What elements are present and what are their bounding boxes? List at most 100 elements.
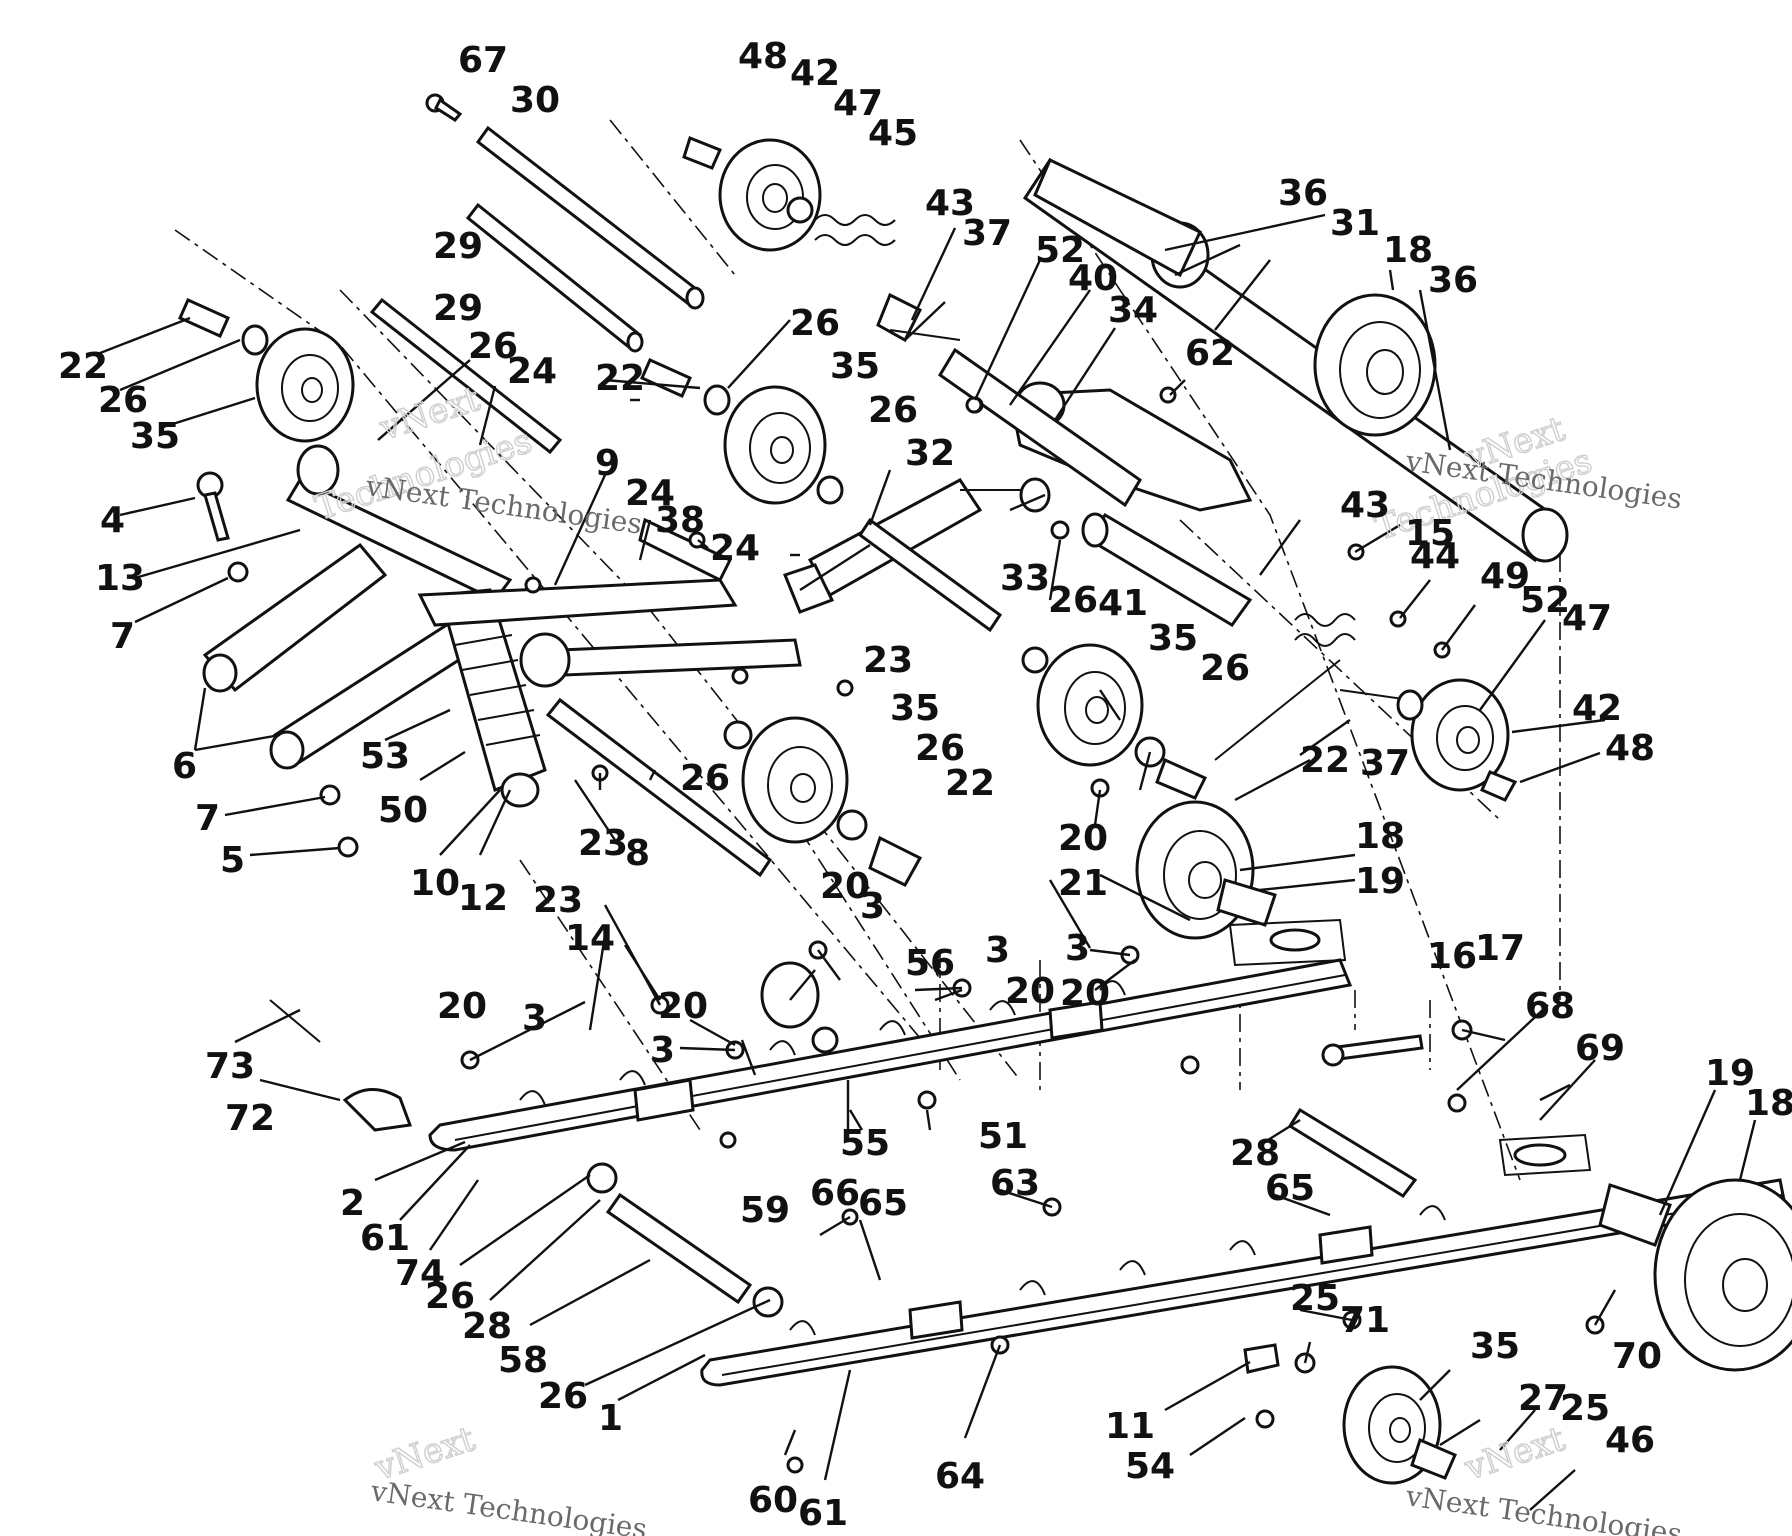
bolt-67 <box>425 93 463 122</box>
label-20: 20 <box>658 986 708 1027</box>
svg-text:vNext Technologies: vNext Technologies <box>1403 1479 1684 1536</box>
shaft-30 <box>475 125 705 310</box>
label-53: 53 <box>360 736 410 777</box>
label-23: 23 <box>578 823 628 864</box>
label-19: 19 <box>1705 1053 1755 1094</box>
label-55: 55 <box>840 1123 890 1164</box>
label-35: 35 <box>830 346 880 387</box>
label-52: 52 <box>1520 580 1570 621</box>
label-29: 29 <box>433 226 483 267</box>
wheel-42-right <box>1396 678 1518 802</box>
label-28: 28 <box>462 1306 512 1347</box>
label-41: 41 <box>1098 583 1148 624</box>
spacer-43-upper <box>876 292 961 343</box>
label-64: 64 <box>935 1456 985 1497</box>
wheel-35-center-right <box>1021 643 1208 800</box>
label-23: 23 <box>533 880 583 921</box>
label-17: 17 <box>1475 928 1525 969</box>
label-63: 63 <box>990 1163 1040 1204</box>
label-22: 22 <box>58 346 108 387</box>
label-24: 24 <box>507 351 557 392</box>
label-36: 36 <box>1428 260 1478 301</box>
label-72: 72 <box>225 1098 275 1139</box>
label-18: 18 <box>1745 1083 1792 1124</box>
label-13: 13 <box>95 558 145 599</box>
label-24: 24 <box>710 528 760 569</box>
label-10: 10 <box>410 863 460 904</box>
label-30: 30 <box>510 80 560 121</box>
label-43: 43 <box>1340 485 1390 526</box>
label-45: 45 <box>868 113 918 154</box>
shaft-29-lower <box>369 297 563 455</box>
label-12: 12 <box>458 878 508 919</box>
label-48: 48 <box>1605 728 1655 769</box>
label-28: 28 <box>1230 1133 1280 1174</box>
wheel-42-upper <box>682 136 822 252</box>
label-74: 74 <box>395 1253 445 1294</box>
a-frame-38 <box>417 517 802 878</box>
part-labels: 67 30 48 42 47 45 43 37 36 31 18 36 29 2… <box>58 36 1792 1534</box>
label-20: 20 <box>1058 818 1108 859</box>
label-4: 4 <box>100 500 125 541</box>
label-8: 8 <box>625 833 650 874</box>
sleeve-36-upper <box>1033 157 1202 278</box>
pivot-13 <box>285 444 513 602</box>
label-32: 32 <box>905 433 955 474</box>
label-33: 33 <box>1000 558 1050 599</box>
label-35: 35 <box>130 416 180 457</box>
rail-2 <box>428 918 1353 1152</box>
label-34: 34 <box>1108 290 1158 331</box>
label-19: 19 <box>1355 861 1405 902</box>
spring-45-upper <box>786 196 896 246</box>
label-44: 44 <box>1410 536 1460 577</box>
label-35: 35 <box>890 688 940 729</box>
label-42: 42 <box>1572 688 1622 729</box>
label-3: 3 <box>860 886 885 927</box>
label-70: 70 <box>1612 1336 1662 1377</box>
rail-1 <box>700 1133 1787 1387</box>
label-23: 23 <box>863 640 913 681</box>
bolt-16 <box>1321 1019 1473 1067</box>
label-31: 31 <box>1330 203 1380 244</box>
label-21: 21 <box>1058 863 1108 904</box>
label-22: 22 <box>595 358 645 399</box>
wheel-35-bottom <box>1243 1343 1457 1485</box>
label-61: 61 <box>798 1493 848 1534</box>
label-56: 56 <box>905 943 955 984</box>
label-40: 40 <box>1068 258 1118 299</box>
svg-text:vNext: vNext <box>1459 1419 1570 1489</box>
label-16: 16 <box>1427 936 1477 977</box>
shock-32 <box>783 477 1051 633</box>
label-5: 5 <box>220 840 245 881</box>
idler-56 <box>760 961 839 1054</box>
wheel-35-left <box>178 298 355 443</box>
label-52: 52 <box>1035 230 1085 271</box>
label-26: 26 <box>680 758 730 799</box>
label-66: 66 <box>810 1173 860 1214</box>
wheel-35-middle <box>640 358 844 505</box>
label-3: 3 <box>522 998 547 1039</box>
label-65: 65 <box>858 1183 908 1224</box>
label-42: 42 <box>790 53 840 94</box>
label-6: 6 <box>172 746 197 787</box>
label-47: 47 <box>1562 598 1612 639</box>
label-29: 29 <box>433 288 483 329</box>
label-25: 25 <box>1290 1278 1340 1319</box>
label-26: 26 <box>468 326 518 367</box>
label-47: 47 <box>833 83 883 124</box>
wheel-18-rear <box>1135 800 1277 940</box>
label-69: 69 <box>1575 1028 1625 1069</box>
svg-text:vNext Technologies: vNext Technologies <box>368 1474 649 1536</box>
label-68: 68 <box>1525 986 1575 1027</box>
label-7: 7 <box>110 616 135 657</box>
shaft-29-upper <box>465 202 644 353</box>
label-51: 51 <box>978 1116 1028 1157</box>
label-18: 18 <box>1383 230 1433 271</box>
label-73: 73 <box>205 1046 255 1087</box>
label-67: 67 <box>458 40 508 81</box>
label-35: 35 <box>1470 1326 1520 1367</box>
tip-72 <box>269 999 413 1132</box>
label-60: 60 <box>748 1480 798 1521</box>
